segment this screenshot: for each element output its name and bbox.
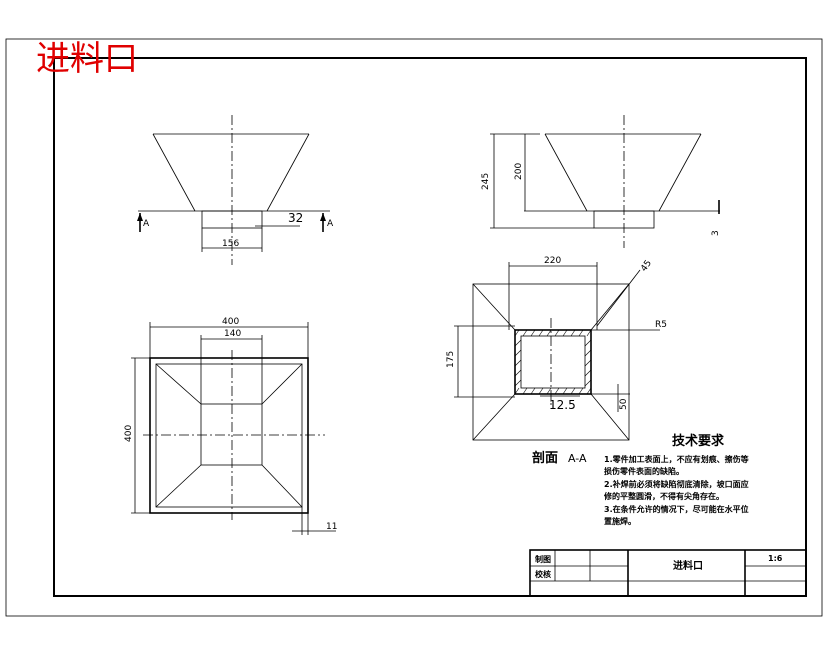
- dim-top-height: 400: [124, 425, 134, 442]
- dim-section-top: 220: [544, 256, 561, 266]
- section-view: 220 45 R5 175 12.5 50 剖面 A-A: [446, 256, 667, 466]
- inner-border: [53, 57, 807, 597]
- title-part-name: 进料口: [673, 559, 703, 572]
- title-block: 制图 校核 进料口 1:6: [529, 549, 807, 597]
- title-row1-label: 制图: [535, 554, 551, 564]
- dim-side-thickness: 3: [711, 230, 721, 236]
- tech-item-3: 2.补焊前必须将缺陷彻底清除，坡口面应: [604, 479, 749, 489]
- dim-section-angle: 45: [639, 259, 654, 274]
- dim-section-small: 50: [619, 398, 629, 410]
- tech-heading: 技术要求: [672, 433, 725, 449]
- outer-frame: [5, 38, 823, 617]
- title-scale: 1:6: [768, 554, 783, 563]
- tech-item-5: 3.在条件允许的情况下，尽可能在水平位: [604, 504, 749, 514]
- tech-item-4: 修的平整圆滑，不得有尖角存在。: [603, 491, 724, 501]
- tech-item-1: 1.零件加工表面上，不应有划痕、擦伤等: [604, 454, 749, 464]
- dim-top-width: 400: [222, 317, 239, 327]
- dim-section-wall: 12.5: [549, 398, 576, 412]
- tech-item-6: 置施焊。: [604, 516, 636, 526]
- tech-requirements: 技术要求 1.零件加工表面上，不应有划痕、擦伤等 损伤零件表面的缺陷。 2.补焊…: [603, 433, 749, 526]
- section-mark-right: A: [327, 219, 334, 229]
- side-view: 245 200 3: [481, 115, 721, 248]
- dim-top-edge: 11: [326, 522, 337, 532]
- section-label-code: A-A: [568, 452, 587, 465]
- dim-side-total: 245: [481, 173, 491, 190]
- dim-side-height: 200: [514, 163, 524, 180]
- title-row2-label: 校核: [535, 569, 551, 579]
- dim-top-inner: 140: [224, 329, 241, 339]
- dim-section-radius: R5: [655, 320, 667, 330]
- section-mark-left: A: [143, 219, 150, 229]
- top-view: 400 140 400 11: [124, 317, 337, 535]
- dim-front-side: 32: [288, 211, 303, 225]
- dim-section-height: 175: [446, 351, 456, 368]
- front-view: A A 156 32: [137, 115, 334, 265]
- dim-front-bottom: 156: [222, 239, 239, 249]
- tech-item-2: 损伤零件表面的缺陷。: [604, 466, 684, 476]
- section-label: 剖面: [532, 450, 558, 466]
- red-title: 进料口: [36, 39, 138, 79]
